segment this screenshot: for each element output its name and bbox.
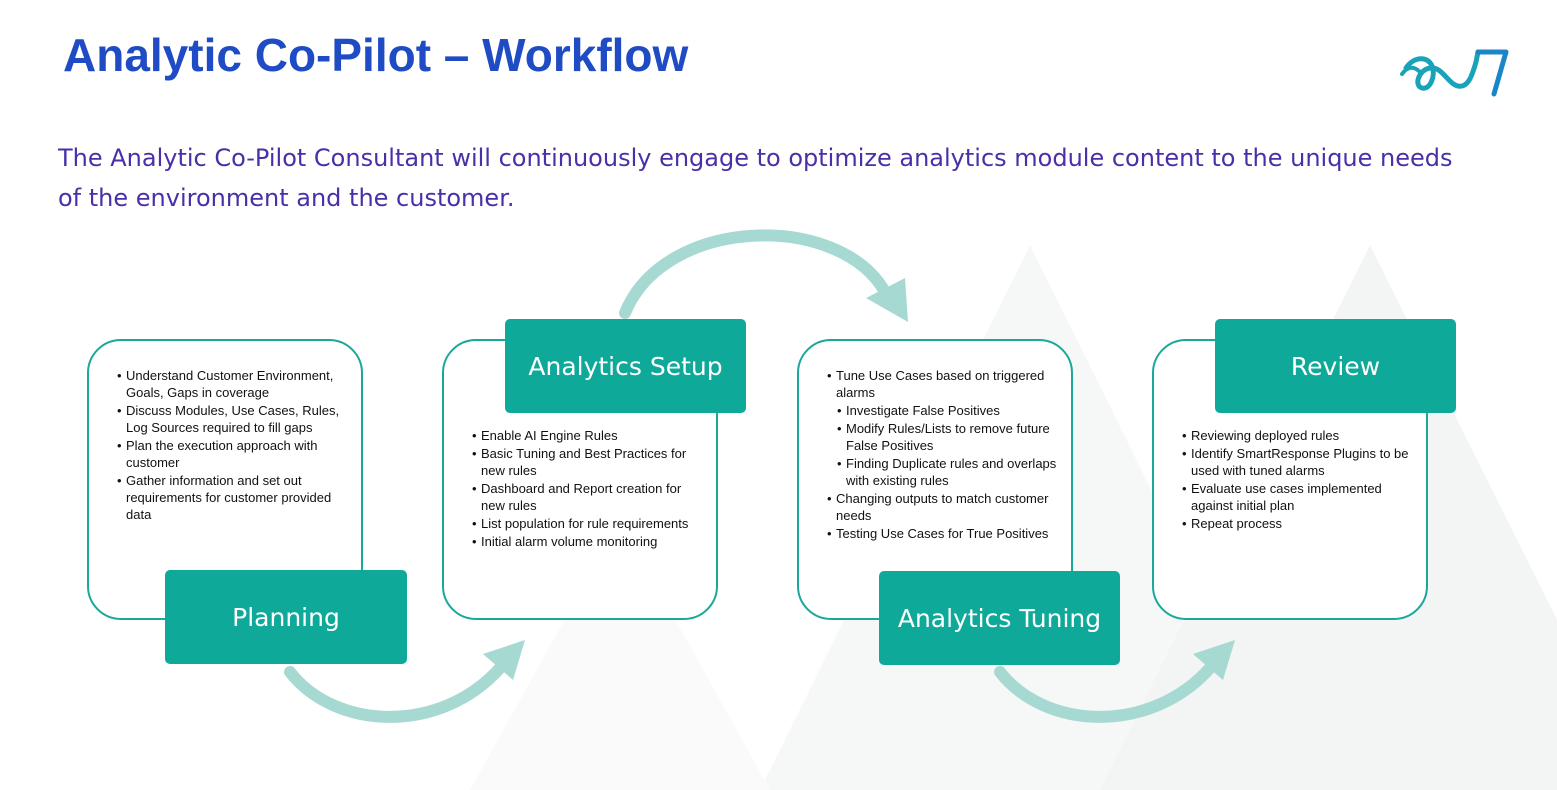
arrow-head-planning-to-setup xyxy=(483,640,525,680)
arrow-head-tuning-to-review xyxy=(1193,640,1235,680)
list-item: Dashboard and Report creation for new ru… xyxy=(472,480,702,514)
planning-task-list: Understand Customer Environment, Goals, … xyxy=(117,367,347,524)
list-item: Gather information and set out requireme… xyxy=(117,472,347,523)
list-item: Understand Customer Environment, Goals, … xyxy=(117,367,347,401)
list-item: Finding Duplicate rules and overlaps wit… xyxy=(837,455,1057,489)
list-item: Reviewing deployed rules xyxy=(1182,427,1412,444)
list-item: Discuss Modules, Use Cases, Rules, Log S… xyxy=(117,402,347,436)
list-item: Investigate False Positives xyxy=(837,402,1057,419)
list-item: Enable AI Engine Rules xyxy=(472,427,702,444)
page-subtitle: The Analytic Co-Pilot Consultant will co… xyxy=(58,144,1453,212)
list-item: List population for rule requirements xyxy=(472,515,702,532)
list-item: Testing Use Cases for True Positives xyxy=(827,525,1057,542)
arrow-planning-to-setup xyxy=(284,662,506,723)
list-item: Initial alarm volume monitoring xyxy=(472,533,702,550)
list-item: Identify SmartResponse Plugins to be use… xyxy=(1182,445,1412,479)
list-item: Tune Use Cases based on triggered alarms xyxy=(827,367,1057,401)
page-title: Analytic Co-Pilot – Workflow xyxy=(63,29,689,81)
list-item: Changing outputs to match customer needs xyxy=(827,490,1057,524)
planning-label: Planning xyxy=(165,570,407,664)
review-task-list: Reviewing deployed rules Identify SmartR… xyxy=(1182,427,1412,533)
analytics-setup-task-list: Enable AI Engine Rules Basic Tuning and … xyxy=(472,427,702,551)
arrow-setup-to-tuning xyxy=(619,229,891,319)
arrow-tuning-to-review xyxy=(994,662,1216,723)
analytics-setup-label: Analytics Setup xyxy=(505,319,746,413)
analytics-tuning-task-list: Tune Use Cases based on triggered alarms… xyxy=(827,367,1057,543)
list-item: Basic Tuning and Best Practices for new … xyxy=(472,445,702,479)
analytics-tuning-label: Analytics Tuning xyxy=(879,571,1120,665)
arrow-head-setup-to-tuning xyxy=(866,278,908,322)
list-item: Plan the execution approach with custome… xyxy=(117,437,347,471)
list-item: Repeat process xyxy=(1182,515,1412,532)
review-label: Review xyxy=(1215,319,1456,413)
wave-logo-icon xyxy=(1400,49,1509,97)
list-item: Evaluate use cases implemented against i… xyxy=(1182,480,1412,514)
list-item: Modify Rules/Lists to remove future Fals… xyxy=(837,420,1057,454)
